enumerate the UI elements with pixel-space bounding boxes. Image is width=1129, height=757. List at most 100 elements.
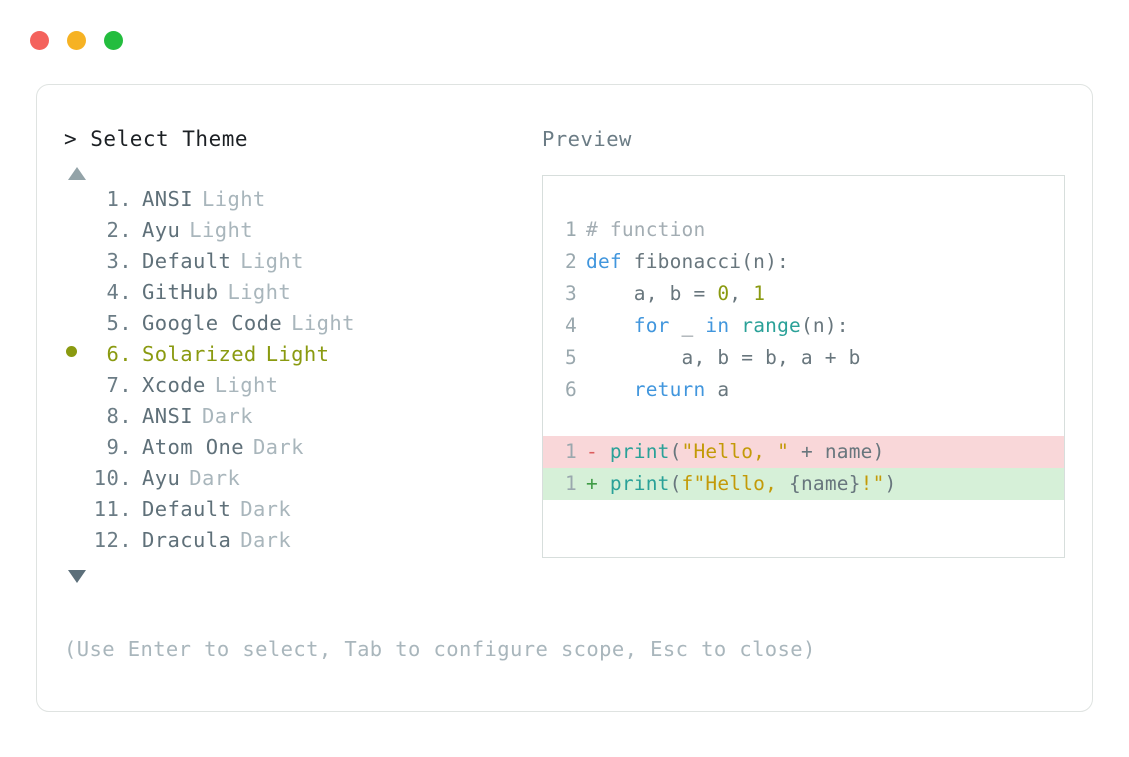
- theme-item-index: 9.: [106, 435, 132, 459]
- triangle-up-icon[interactable]: [68, 167, 86, 180]
- diff-line-minus: 1- print("Hello, " + name): [543, 436, 1064, 468]
- code-token: {name}: [789, 472, 861, 495]
- theme-item-name: Default: [142, 249, 232, 273]
- selected-dot-icon: [66, 346, 77, 357]
- code-token: def: [586, 250, 622, 273]
- code-token: 0: [717, 282, 730, 305]
- theme-item-variant: Light: [201, 187, 266, 211]
- code-line: 6 return a: [543, 374, 1064, 406]
- code-token: return: [633, 378, 706, 401]
- line-number: 5: [565, 346, 577, 369]
- theme-item-name: Atom One: [142, 435, 244, 459]
- code-token: !": [860, 472, 885, 495]
- theme-item-name: Dracula: [142, 528, 232, 552]
- theme-item-name: Solarized: [142, 342, 257, 366]
- diff-line-plus: 1 + print(f"Hello, {name}!"): [543, 468, 1064, 500]
- code-line: 4 for _ in range(n):: [543, 310, 1064, 342]
- theme-item-index: 12.: [93, 528, 132, 552]
- code-token: for: [633, 314, 670, 337]
- theme-list-item[interactable]: 5. Google Code Light: [64, 311, 534, 342]
- theme-item-name: Ayu: [142, 466, 181, 490]
- line-number: 1: [565, 440, 577, 463]
- code-token: ): [884, 472, 897, 495]
- minimize-button[interactable]: [67, 31, 86, 50]
- code-token: f"Hello,: [681, 472, 790, 495]
- theme-list-item[interactable]: 9. Atom One Dark: [64, 435, 534, 466]
- theme-item-index: 11.: [93, 497, 132, 521]
- code-token: (: [669, 472, 682, 495]
- window-traffic-lights: [30, 31, 123, 50]
- theme-item-name: GitHub: [142, 280, 219, 304]
- theme-list-item[interactable]: 11. Default Dark: [64, 497, 534, 528]
- code-token: 1: [753, 282, 766, 305]
- diff-sign: -: [586, 440, 610, 463]
- code-token: (: [669, 440, 682, 463]
- theme-list-item[interactable]: 6. Solarized Light: [64, 342, 534, 373]
- keyboard-hint: (Use Enter to select, Tab to configure s…: [64, 637, 816, 661]
- maximize-button[interactable]: [104, 31, 123, 50]
- theme-item-variant: Light: [189, 218, 253, 242]
- theme-item-variant: Dark: [201, 404, 253, 428]
- code-token: ,: [729, 282, 754, 305]
- code-token: [729, 314, 741, 337]
- theme-list-item[interactable]: 2. Ayu Light: [64, 218, 534, 249]
- theme-item-index: 5.: [106, 311, 132, 335]
- code-token: print: [609, 472, 670, 495]
- theme-item-index: 4.: [106, 280, 132, 304]
- theme-item-index: 7.: [106, 373, 132, 397]
- code-token: + name): [789, 440, 885, 463]
- code-token: # function: [586, 218, 706, 241]
- diff-sign: +: [586, 472, 610, 495]
- code-line: 1# function: [543, 214, 1064, 246]
- code-line: 5 a, b = b, a + b: [543, 342, 1064, 374]
- theme-item-name: Ayu: [142, 218, 181, 242]
- code-token: a, b = b, a + b: [586, 346, 861, 369]
- theme-item-index: 3.: [106, 249, 132, 273]
- preview-label: Preview: [542, 127, 632, 151]
- diff-sample: 1- print("Hello, " + name)1+ print(f"Hel…: [543, 436, 1064, 500]
- theme-item-name: Default: [142, 497, 232, 521]
- theme-item-variant: Dark: [252, 435, 304, 459]
- theme-item-variant: Dark: [240, 528, 292, 552]
- theme-item-variant: Dark: [240, 497, 292, 521]
- theme-list-item[interactable]: 3. Default Light: [64, 249, 534, 280]
- code-token: print: [609, 440, 670, 463]
- line-number: 3: [565, 282, 577, 305]
- code-token: _: [669, 314, 706, 337]
- theme-item-variant: Light: [265, 342, 330, 366]
- theme-item-name: Google Code: [142, 311, 283, 335]
- theme-item-variant: Light: [240, 249, 304, 273]
- theme-item-index: 10.: [93, 466, 132, 490]
- code-token: fibonacci(n):: [621, 250, 789, 273]
- theme-item-index: 8.: [106, 404, 132, 428]
- theme-item-index: 6.: [106, 342, 132, 366]
- line-number: 1: [565, 472, 577, 495]
- code-token: (n):: [800, 314, 849, 337]
- code-token: [586, 378, 634, 401]
- line-number: 6: [565, 378, 577, 401]
- code-token: [586, 314, 634, 337]
- code-token: in: [705, 314, 730, 337]
- code-line: 3 a, b = 0, 1: [543, 278, 1064, 310]
- theme-list-item[interactable]: 12. Dracula Dark: [64, 528, 534, 559]
- close-button[interactable]: [30, 31, 49, 50]
- code-token: "Hello, ": [681, 440, 790, 463]
- triangle-down-icon[interactable]: [68, 570, 86, 583]
- code-line: 2 def fibonacci(n):: [543, 246, 1064, 278]
- theme-item-variant: Light: [291, 311, 355, 335]
- line-number: 4: [565, 314, 577, 337]
- line-number: 2: [565, 250, 577, 273]
- theme-item-variant: Light: [214, 373, 279, 397]
- theme-item-index: 2.: [106, 218, 132, 242]
